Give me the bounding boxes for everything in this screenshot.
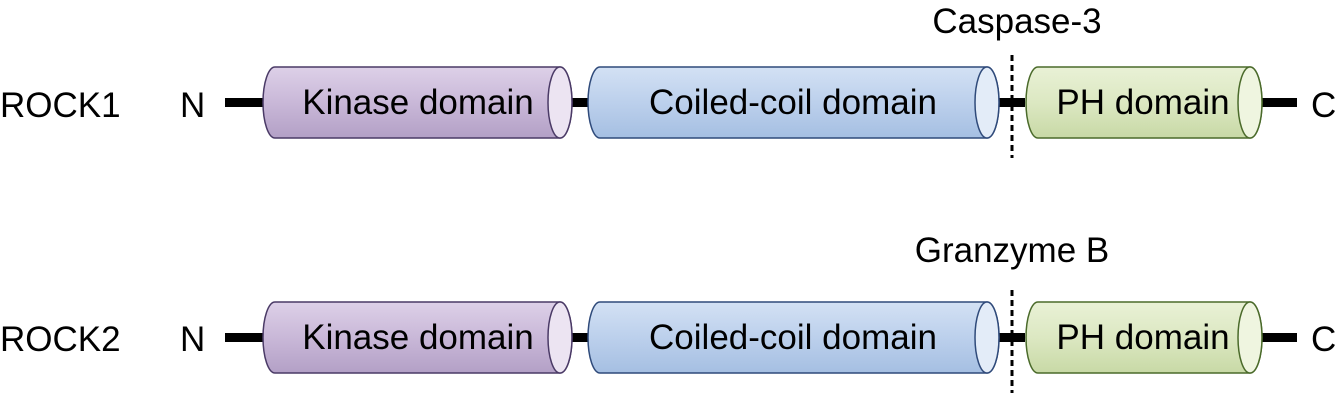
- ph-domain: PH domain: [1025, 66, 1263, 139]
- domain-label: Kinase domain: [302, 318, 534, 357]
- c-terminus-label: C: [1311, 320, 1336, 359]
- ph-domain: PH domain: [1025, 301, 1263, 374]
- domain-label: Coiled-coil domain: [649, 318, 937, 357]
- domain-label: Kinase domain: [302, 83, 534, 122]
- c-terminus-label: C: [1311, 86, 1336, 125]
- coiled-coil-domain: Coiled-coil domain: [587, 301, 1000, 374]
- backbone-line: [225, 333, 1297, 342]
- n-terminus-label: N: [180, 320, 205, 359]
- backbone-line: [225, 98, 1297, 107]
- protein-name-label: ROCK1: [0, 86, 121, 125]
- n-terminus-label: N: [180, 86, 205, 125]
- coiled-coil-domain: Coiled-coil domain: [587, 66, 1000, 139]
- kinase-domain: Kinase domain: [262, 301, 573, 374]
- domain-label: Coiled-coil domain: [649, 83, 937, 122]
- cleavage-enzyme-label: Granzyme B: [915, 231, 1110, 270]
- protein-row-rock1: ROCK1 N Kinase domain Coiled-coil domain…: [0, 2, 1336, 158]
- protein-name-label: ROCK2: [0, 320, 121, 359]
- kinase-domain: Kinase domain: [262, 66, 573, 139]
- domain-label: PH domain: [1056, 318, 1229, 357]
- protein-row-rock2: ROCK2 N Kinase domain Coiled-coil domain…: [0, 231, 1336, 393]
- cleavage-enzyme-label: Caspase-3: [932, 2, 1101, 41]
- domain-label: PH domain: [1056, 83, 1229, 122]
